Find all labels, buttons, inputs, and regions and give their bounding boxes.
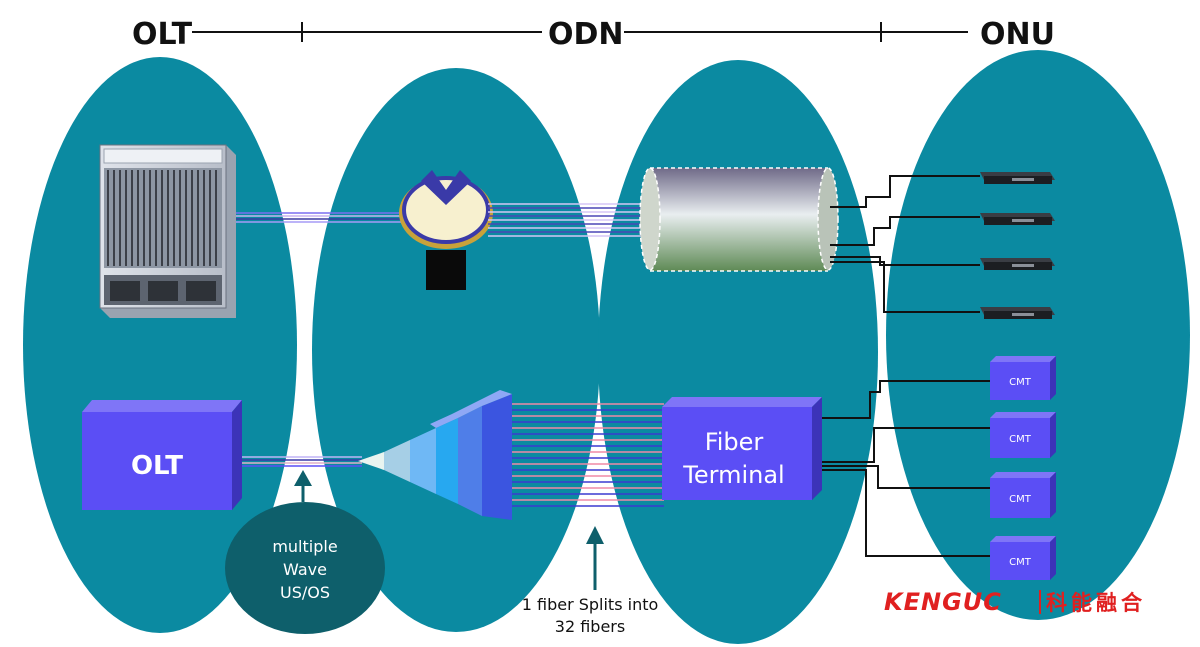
cmt-box-2 (990, 412, 1056, 458)
brand-logo: KENGUC 科能融合 (884, 588, 1146, 616)
cmt-label-3: CMT (1009, 494, 1032, 505)
splitter-device-icon (399, 170, 493, 290)
cmt-label-1: CMT (1009, 377, 1032, 388)
split-note-line1: 1 fiber Splits into (522, 595, 659, 614)
olt-box (82, 400, 242, 510)
olt-rack-image (99, 144, 236, 318)
header-olt: OLT (132, 17, 193, 52)
terminal-to-cmt-wiring (822, 380, 990, 557)
onu-zone-ellipse (886, 50, 1190, 620)
onu-router-3 (980, 258, 1055, 270)
wave-note-arrow (294, 470, 312, 502)
onu-router-4 (980, 307, 1055, 319)
cmt-box-1 (990, 356, 1056, 400)
wave-note-line1: multiple (272, 537, 337, 556)
header-onu: ONU (980, 17, 1055, 52)
brand-cjk: 科能融合 (1046, 591, 1146, 615)
cmt-box-3 (990, 472, 1056, 518)
fiber-cable-cylinder (639, 167, 839, 272)
prism-splitter (358, 390, 512, 520)
olt-to-splitter-fiber (236, 212, 405, 223)
olt-to-prism-fiber (242, 456, 362, 467)
wave-note-bubble (225, 502, 385, 634)
odn-zone-ellipse-right (598, 60, 878, 644)
odn-zone-ellipse-left (312, 68, 600, 632)
header-odn: ODN (548, 17, 624, 52)
cmt-label-4: CMT (1009, 557, 1032, 568)
splitter-to-cable-fibers (488, 203, 648, 237)
cable-to-onu-wiring (830, 175, 980, 313)
split-note-line2: 32 fibers (555, 617, 625, 636)
wave-note-line3: US/OS (280, 583, 330, 602)
cmt-box-4 (990, 536, 1056, 580)
cmt-label-2: CMT (1009, 434, 1032, 445)
split-note-arrow (586, 526, 604, 590)
brand-latin: KENGUC (884, 588, 1002, 616)
onu-router-1 (980, 172, 1055, 184)
fiber-terminal-box (662, 397, 822, 500)
split-fiber-bundle (512, 403, 664, 507)
olt-box-label: OLT (131, 451, 183, 481)
wave-note-line2: Wave (283, 560, 327, 579)
fiber-terminal-label-line2: Terminal (682, 461, 784, 489)
onu-router-2 (980, 213, 1055, 225)
fiber-terminal-label-line1: Fiber (705, 428, 764, 456)
